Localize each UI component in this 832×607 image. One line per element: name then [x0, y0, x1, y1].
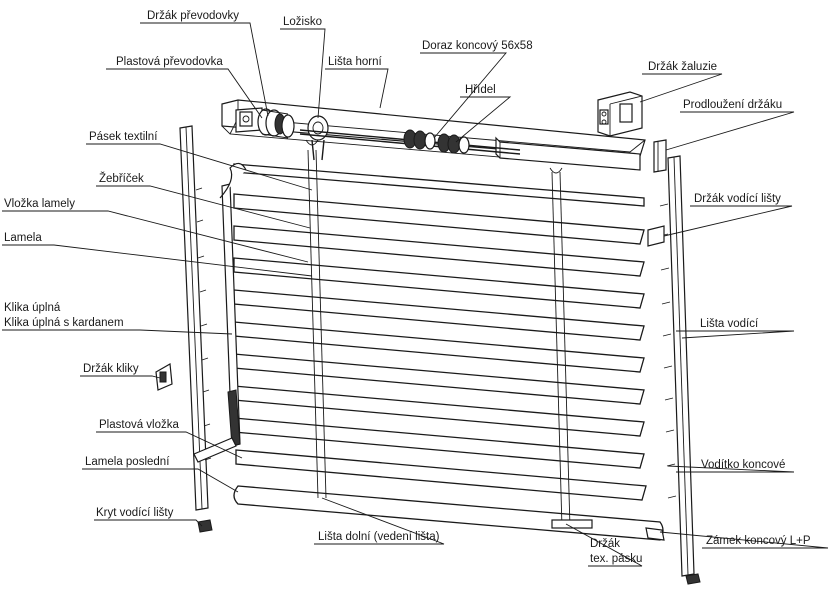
label-drzak-zaluzie: Držák žaluzie: [648, 61, 717, 73]
label-kryt-vodici-listy: Kryt vodící lišty: [96, 507, 174, 519]
bottom-details: [551, 519, 665, 541]
crank: [193, 162, 247, 463]
label-hridel: Hřídel: [465, 84, 496, 96]
label-drzak-tex-pasku-1: Držák: [590, 538, 620, 550]
slat: [233, 257, 645, 309]
label-drzak-kliky: Držák kliky: [83, 363, 139, 375]
label-lista-dolni: Lišta dolní (vedení lišta): [318, 531, 440, 543]
bearing: [307, 115, 329, 161]
label-drzak-vodici-listy: Držák vodící lišty: [694, 193, 781, 205]
label-prodlouzeni-drzaku: Prodloužení držáku: [683, 99, 782, 111]
label-lista-horni: Lišta horní: [328, 56, 383, 68]
label-lamela: Lamela: [4, 232, 42, 244]
label-voditko-koncove: Vodítko koncové: [701, 459, 785, 471]
slat: [233, 193, 645, 245]
label-plastova-vlozka: Plastová vložka: [99, 419, 180, 431]
blind-bracket: [597, 91, 643, 137]
slats: [233, 163, 664, 541]
end-stop-and-shaft: [299, 129, 521, 155]
leader-lines: [2, 22, 829, 567]
label-drzak-tex-pasku-2: tex. pásku: [590, 553, 642, 565]
labels: Držák převodovky Ložisko Plastová převod…: [4, 10, 811, 565]
label-klika-uplna: Klika úplná: [4, 302, 61, 314]
plastic-gearbox: [257, 108, 295, 139]
label-lamela-posledni: Lamela poslední: [85, 456, 170, 468]
top-rail: [221, 99, 646, 171]
crank-holder: [155, 363, 173, 391]
bracket-extension: [653, 139, 667, 173]
slat: [233, 225, 645, 277]
right-guide-rail: [647, 155, 701, 585]
label-pasek-textilni: Pásek textilní: [89, 131, 158, 143]
ladder-tapes: [305, 139, 571, 529]
label-zebricek: Žebříček: [99, 172, 144, 185]
label-zamek-koncovy: Zámek koncový L+P: [706, 535, 811, 547]
label-klika-uplna-kardan: Klika úplná s kardanem: [4, 317, 124, 329]
label-drzak-prevodovky: Držák převodovky: [147, 10, 239, 22]
label-doraz-koncovy: Doraz koncový 56x58: [422, 40, 533, 52]
left-guide-rail: [179, 125, 213, 533]
label-plastova-prevodovka: Plastová převodovka: [116, 56, 223, 68]
label-lista-vodici: Lišta vodící: [700, 318, 759, 330]
label-vlozka-lamely: Vložka lamely: [4, 198, 75, 210]
slat: [235, 449, 647, 501]
label-lozisko: Ložisko: [283, 16, 322, 28]
